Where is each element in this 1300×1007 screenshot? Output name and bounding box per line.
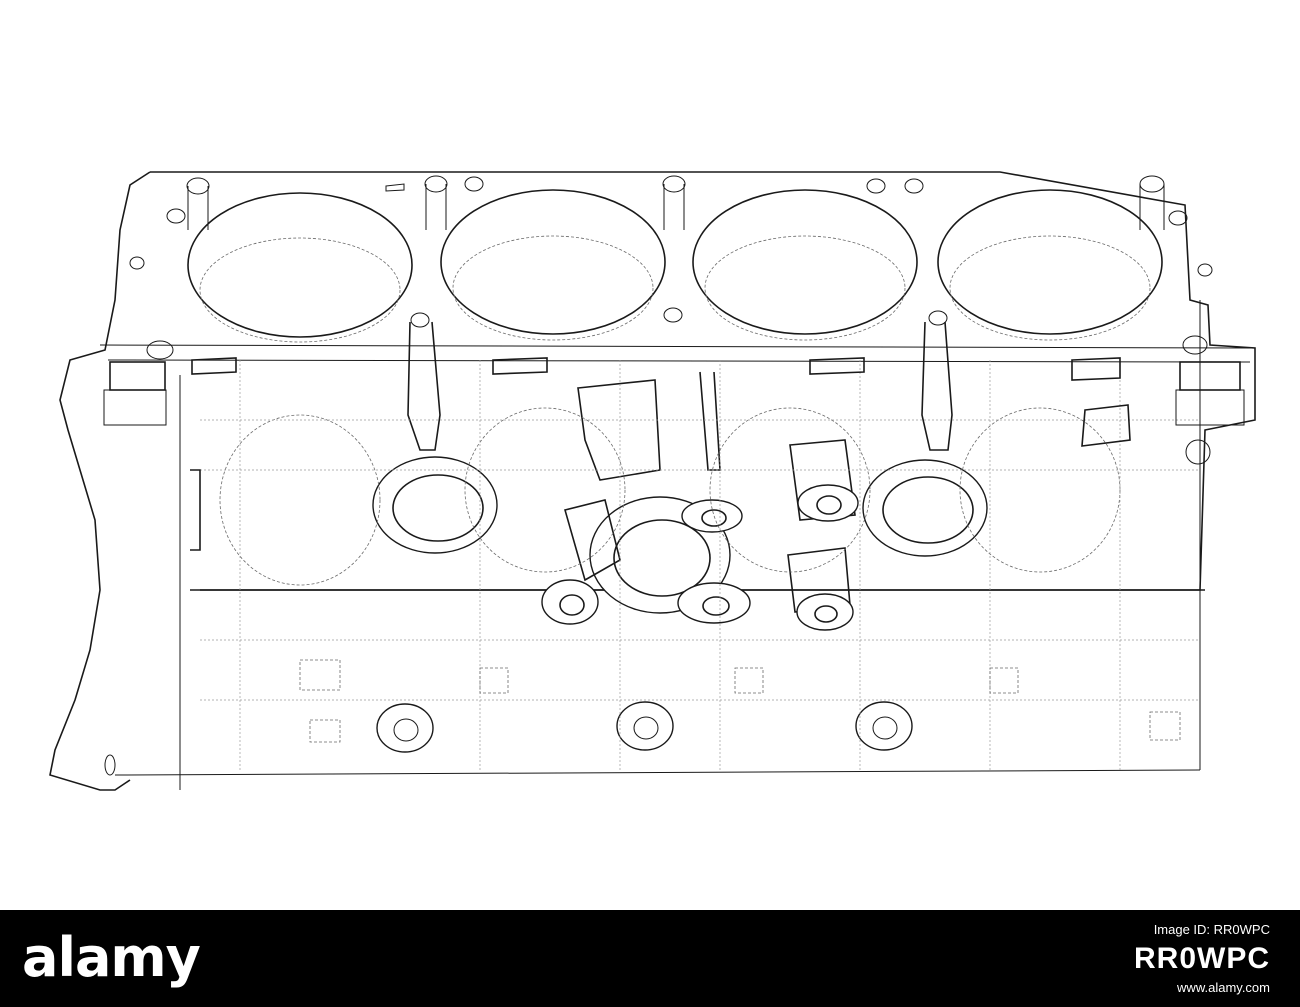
cylinder-bores xyxy=(187,189,1163,343)
cylinder-bore xyxy=(692,189,918,335)
connecting-rods xyxy=(372,321,988,557)
cylinder-bore xyxy=(187,192,413,338)
block-bottom-edge xyxy=(114,769,1201,776)
crank-bearing-cluster xyxy=(541,371,859,631)
deck-front-edge xyxy=(49,171,151,791)
alamy-logo[interactable]: alamy xyxy=(22,926,201,989)
image-id: RR0WPC xyxy=(1133,942,1270,975)
head-bolt-posts xyxy=(187,184,1165,328)
deck-top-outline xyxy=(150,171,1256,591)
side-brackets xyxy=(103,357,1245,776)
cylinder-bore xyxy=(937,189,1163,335)
stock-watermark-bar: alamy Image ID: RR0WPC RR0WPC www.alamy.… xyxy=(0,910,1300,1007)
hidden-line-detail xyxy=(200,360,1200,770)
deck-plane-line xyxy=(99,344,1256,349)
deck-lower-line xyxy=(107,359,1251,363)
image-id-label: Image ID: RR0WPC xyxy=(1153,922,1270,937)
cylinder-bore xyxy=(440,189,666,335)
main-bearing-bores xyxy=(376,701,913,753)
engine-block-wireframe-drawing xyxy=(49,171,1256,791)
site-url[interactable]: www.alamy.com xyxy=(1177,980,1270,995)
deck-bolt-holes xyxy=(129,175,1213,360)
